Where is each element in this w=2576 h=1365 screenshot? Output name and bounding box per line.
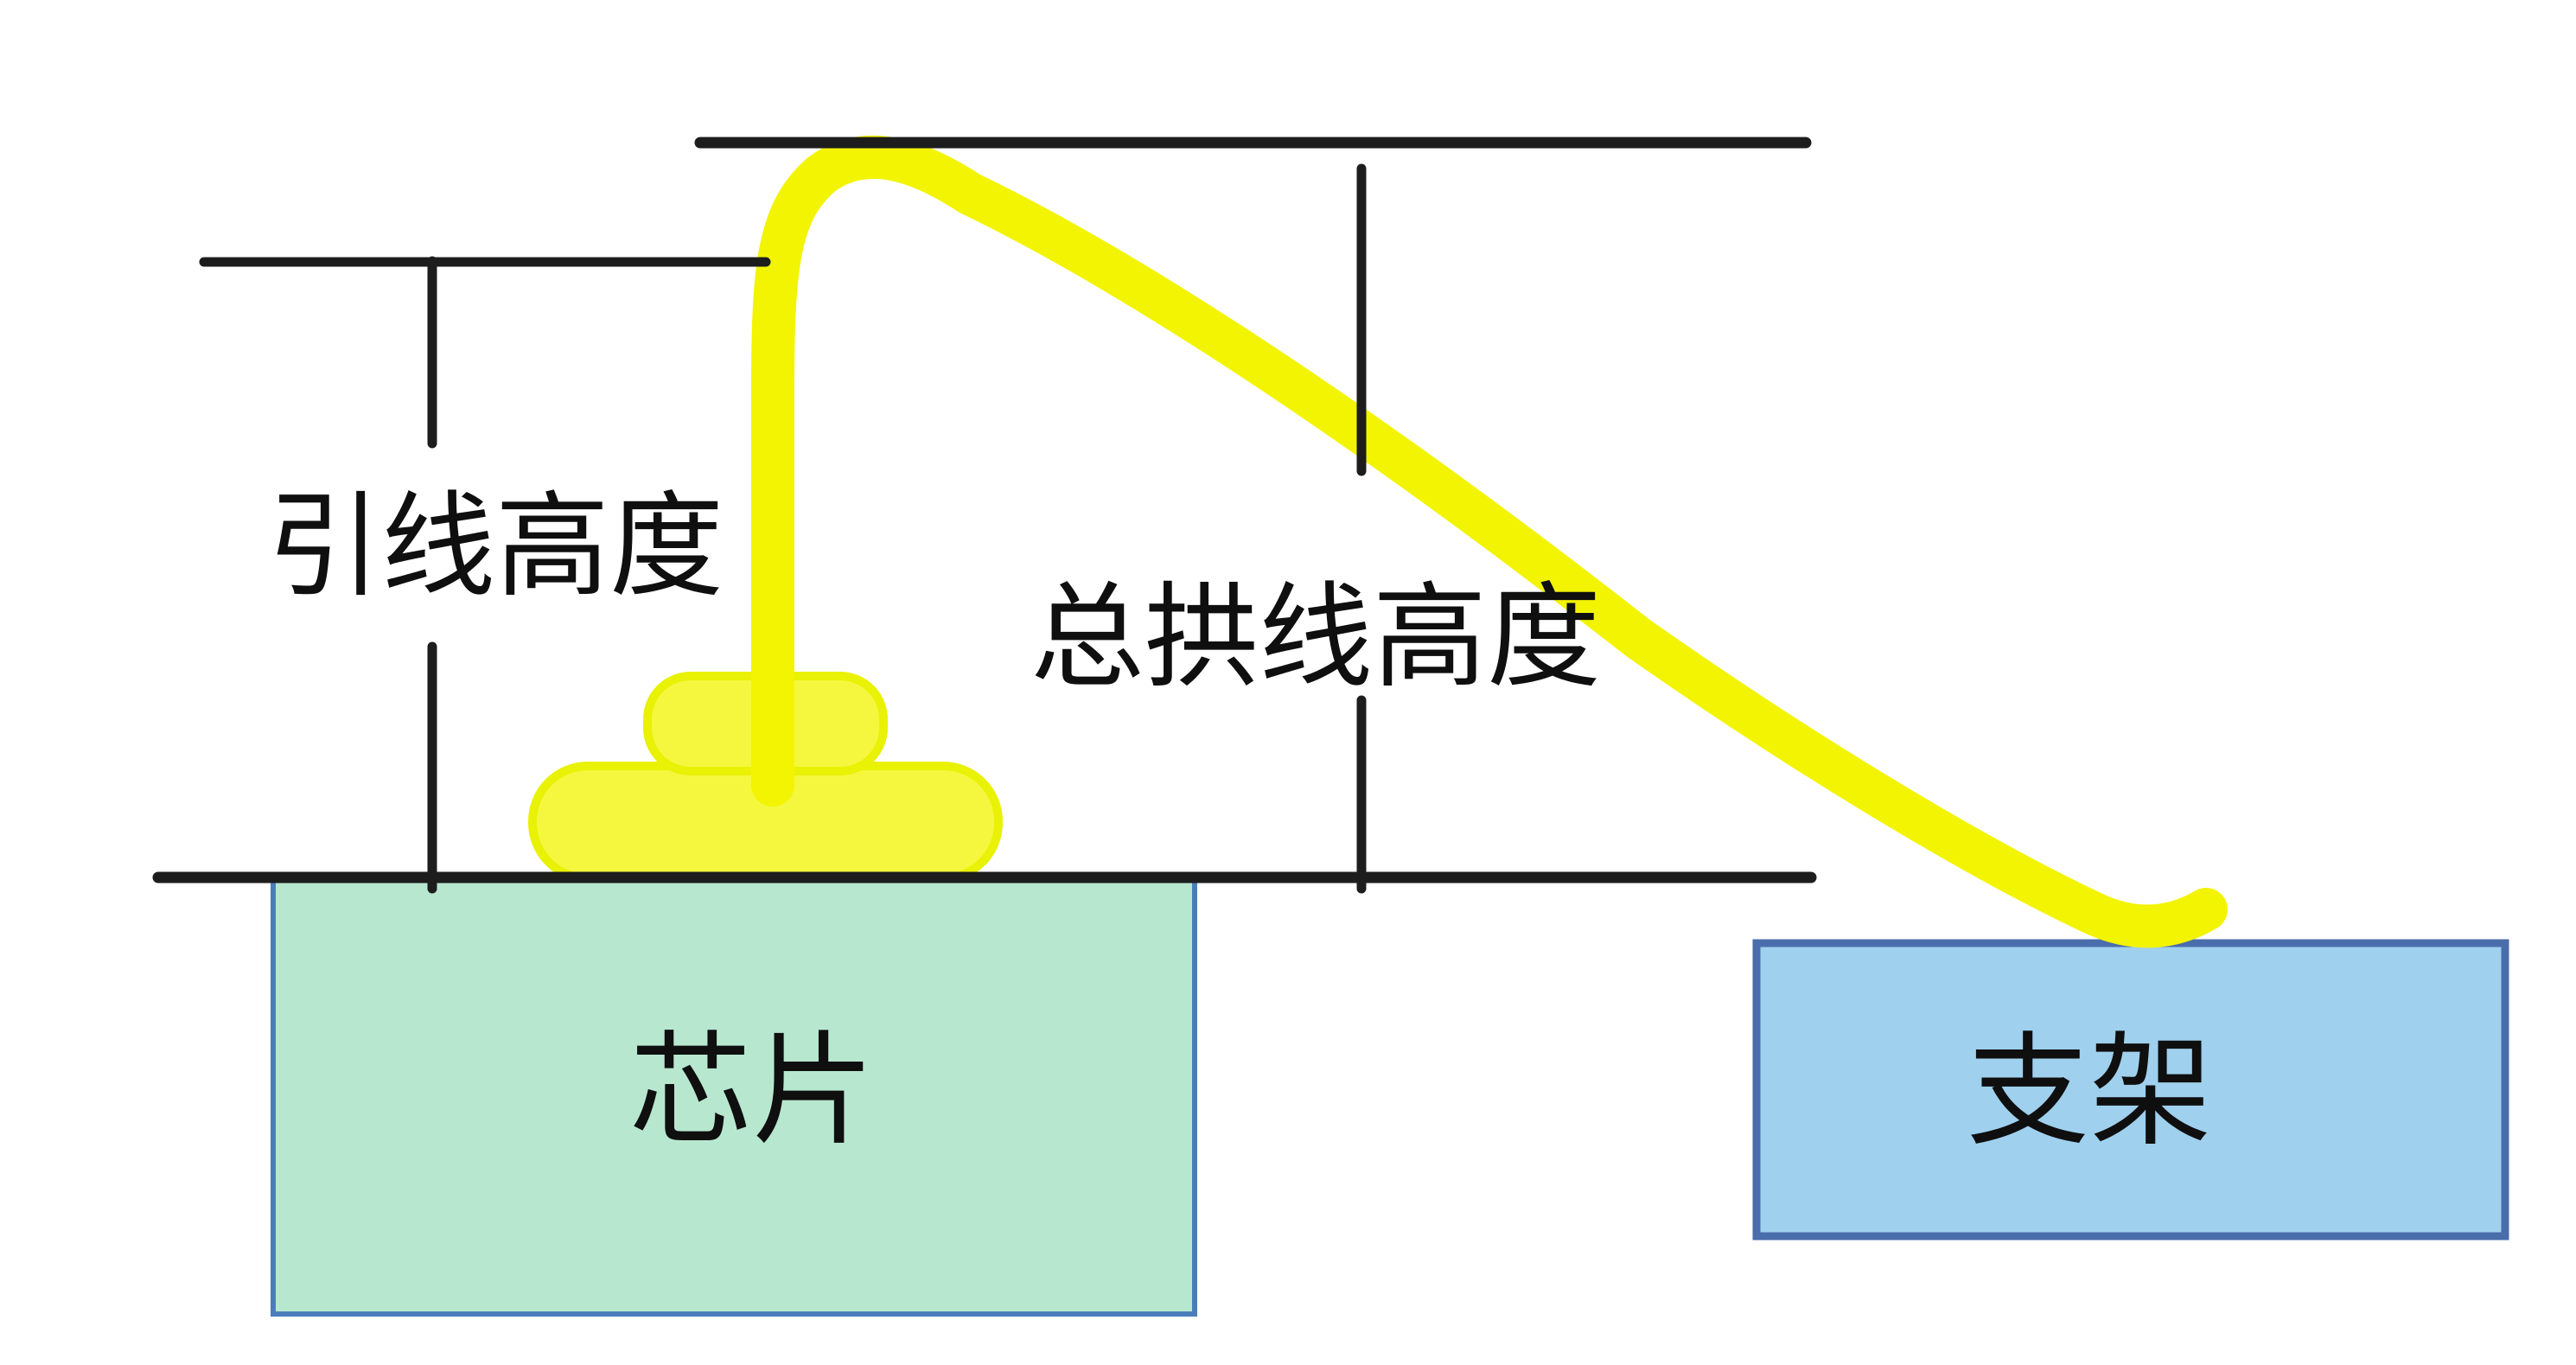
wire-height-label: 引线高度 [267, 483, 724, 610]
bond-wire [751, 135, 2228, 948]
support-rect [1752, 939, 2509, 1241]
chip-rect [271, 872, 1197, 1317]
loop-height-label: 总拱线高度 [1030, 574, 1601, 701]
support-label: 支架 [1967, 1024, 2212, 1161]
chip-label: 芯片 [629, 1023, 875, 1160]
